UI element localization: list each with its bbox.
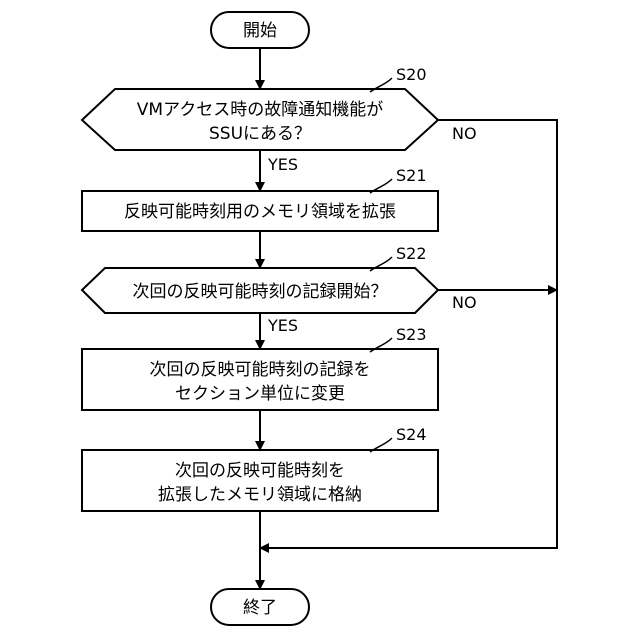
- s23-step-id: S23: [396, 325, 427, 344]
- s23-text-line1: 次回の反映可能時刻の記録を: [150, 360, 371, 380]
- s22-no-label: NO: [452, 293, 477, 312]
- s22-text: 次回の反映可能時刻の記録開始？: [133, 282, 388, 302]
- s24-step-id: S24: [396, 425, 427, 444]
- connector-s20-no: [438, 120, 557, 290]
- s21-step-id: S21: [396, 166, 427, 185]
- s20-yes-label: YES: [267, 155, 298, 174]
- s23-text-line2: セクション単位に変更: [175, 384, 345, 404]
- s20-no-label: NO: [452, 124, 477, 143]
- s24-text-line1: 次回の反映可能時刻を: [175, 461, 345, 481]
- s20-step-id: S20: [396, 65, 427, 84]
- start-label: 開始: [243, 21, 277, 41]
- end-label: 終了: [243, 598, 277, 618]
- s22-step-id: S22: [396, 244, 427, 263]
- s22-yes-label: YES: [267, 316, 298, 335]
- s20-text-line2: SSUにある？: [209, 124, 311, 144]
- s24-text-line2: 拡張したメモリ領域に格納: [158, 485, 362, 505]
- s21-text: 反映可能時刻用のメモリ領域を拡張: [124, 202, 396, 222]
- s20-text-line1: VMアクセス時の故障通知機能が: [137, 100, 383, 120]
